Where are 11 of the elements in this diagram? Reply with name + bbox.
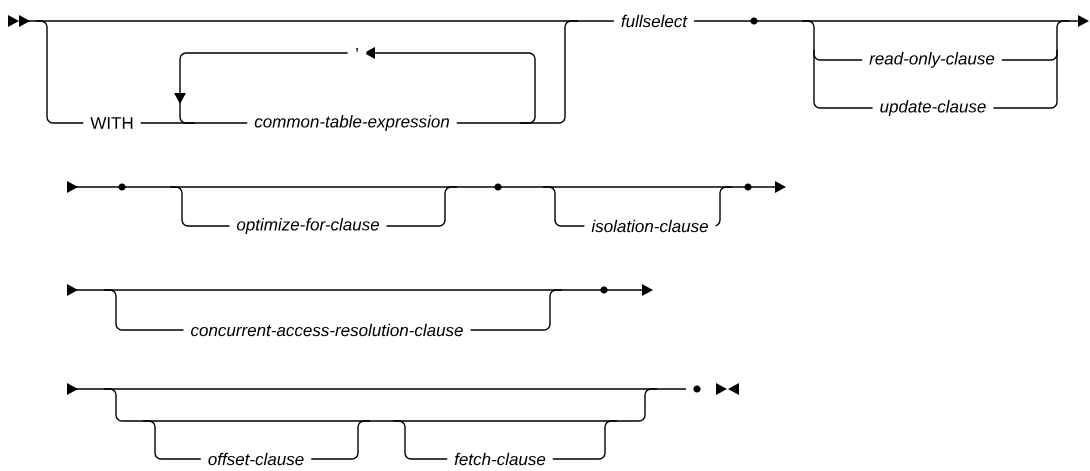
syntax-label: fullselect [613, 12, 695, 30]
syntax-label: fetch-clause [447, 450, 553, 468]
syntax-label: isolation-clause [584, 217, 716, 235]
syntax-label: update-clause [872, 98, 994, 118]
syntax-label: concurrent-access-resolution-clause [183, 321, 471, 339]
syntax-label: offset-clause [200, 450, 312, 468]
syntax-label: read-only-clause [862, 50, 1002, 70]
syntax-label: WITH [83, 115, 141, 131]
syntax-label: optimize-for-clause [229, 216, 387, 236]
syntax-label: , [347, 46, 367, 54]
syntax-label: common-table-expression [247, 113, 457, 133]
